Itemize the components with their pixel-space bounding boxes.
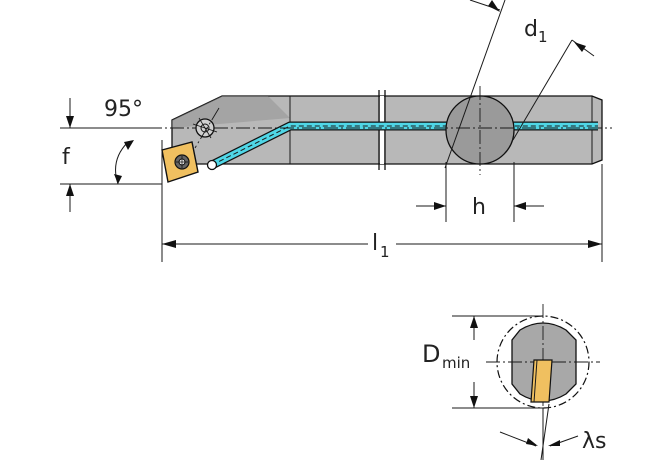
h-label: h [472,195,486,220]
clamp-screw-icon [192,107,220,149]
d1-label-main: d [524,17,538,42]
angle-dimension: 95° [60,97,162,185]
lambda-s-dimension: λs [499,403,606,460]
boring-bar-end-view [486,304,600,420]
lambda-s-label: λs [582,429,606,454]
d1-dimension: d 1 [444,0,595,169]
angle-label: 95° [104,97,143,122]
l1-dimension: l 1 [161,140,603,262]
dmin-dimension: D min [422,315,543,409]
l1-label-sub: 1 [380,243,390,261]
insert-icon [161,141,199,183]
dmin-label-main: D [422,340,440,368]
h-dimension: h [416,162,544,222]
f-label: f [62,145,71,170]
f-dimension: f [60,98,162,212]
dmin-label-sub: min [442,354,470,372]
l1-label-main: l [372,231,378,256]
d1-label-sub: 1 [538,28,548,46]
